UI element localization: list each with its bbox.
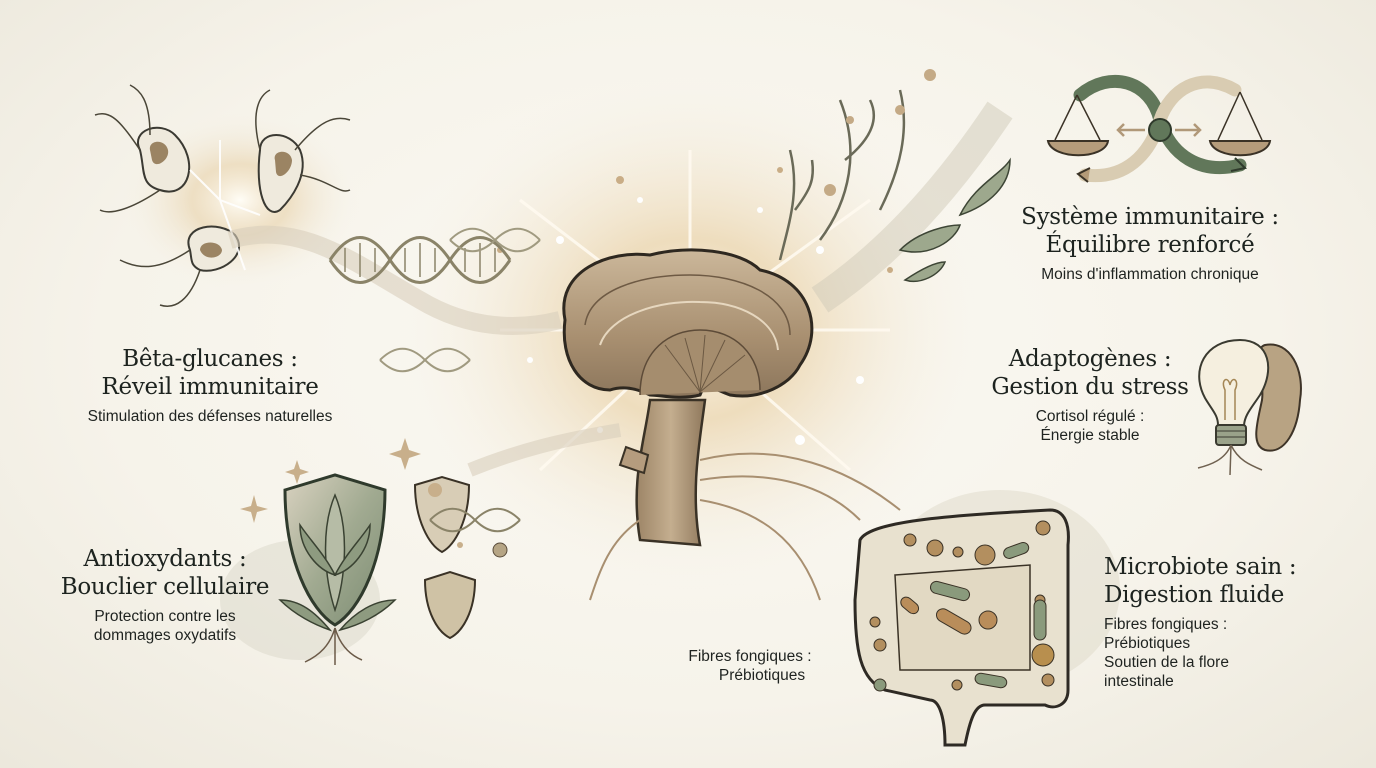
leaf-shield-icon bbox=[220, 423, 622, 665]
section-adaptogens: Adaptogènes : Gestion du stress Cortisol… bbox=[960, 345, 1220, 445]
beta-glucans-title-line1: Bêta-glucanes : bbox=[122, 346, 298, 372]
lightbulb-kidney-icon bbox=[1197, 338, 1302, 476]
balance-scale-cycle-icon bbox=[1046, 74, 1272, 183]
microbiome-subtitle-line3: Soutien de la flore bbox=[1104, 654, 1229, 671]
fibers-subtitle-line1: Fibres fongiques : bbox=[688, 648, 812, 665]
section-antioxidants: Antioxydants : Bouclier cellulaire Prote… bbox=[35, 545, 295, 645]
antioxidants-title-line1: Antioxydants : bbox=[83, 546, 247, 572]
beta-glucans-title-line2: Réveil immunitaire bbox=[101, 374, 319, 400]
microbiome-subtitle-line1: Fibres fongiques : bbox=[1104, 616, 1228, 633]
adaptogens-subtitle-line1: Cortisol régulé : bbox=[1035, 408, 1145, 425]
intestine-icon bbox=[853, 490, 1120, 747]
section-beta-glucans: Bêta-glucanes : Réveil immunitaire Stimu… bbox=[60, 345, 360, 426]
immune-cells-dna-icon bbox=[94, 84, 563, 373]
section-microbiome: Microbiote sain : Digestion fluide Fibre… bbox=[1104, 553, 1344, 691]
immune-balance-title-line1: Système immunitaire : bbox=[1021, 204, 1279, 230]
adaptogens-subtitle-line2: Énergie stable bbox=[1040, 427, 1140, 444]
microbiome-title-line2: Digestion fluide bbox=[1104, 582, 1285, 608]
microbiome-subtitle-line2: Prébiotiques bbox=[1104, 635, 1191, 652]
adaptogens-title-line1: Adaptogènes : bbox=[1008, 346, 1172, 372]
reishi-mushroom-icon bbox=[562, 248, 901, 601]
microbiome-subtitle-line4: intestinale bbox=[1104, 673, 1174, 690]
section-immune-balance: Système immunitaire : Équilibre renforcé… bbox=[1000, 203, 1300, 284]
fibers-subtitle-line2: Prébiotiques bbox=[718, 667, 806, 684]
antioxidants-subtitle-line1: Protection contre les bbox=[94, 608, 236, 625]
microbiome-title-line1: Microbiote sain : bbox=[1104, 554, 1297, 580]
antioxidants-title-line2: Bouclier cellulaire bbox=[60, 574, 270, 600]
branches-leaves-decoration bbox=[778, 69, 1013, 313]
adaptogens-title-line2: Gestion du stress bbox=[991, 374, 1189, 400]
antioxidants-subtitle-line2: dommages oxydatifs bbox=[93, 627, 237, 644]
section-fibers: Fibres fongiques : Prébiotiques bbox=[660, 647, 840, 685]
immune-balance-title-line2: Équilibre renforcé bbox=[1045, 232, 1255, 258]
beta-glucans-subtitle: Stimulation des défenses naturelles bbox=[87, 408, 333, 425]
immune-balance-subtitle: Moins d'inflammation chronique bbox=[1041, 266, 1259, 283]
